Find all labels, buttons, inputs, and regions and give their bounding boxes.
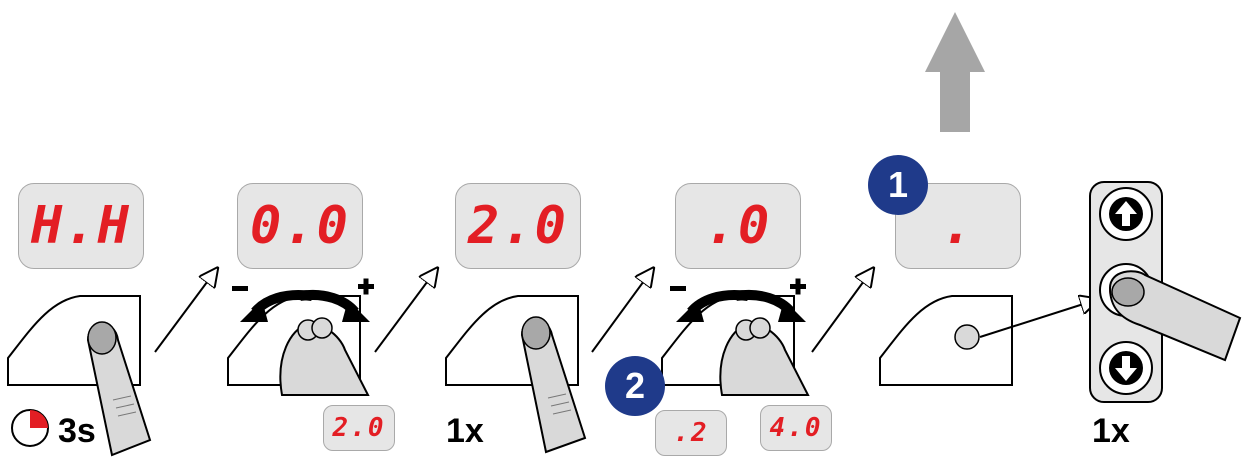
device-button xyxy=(954,324,980,350)
hand-turning-knob-icon xyxy=(279,317,370,396)
flow-arrow xyxy=(811,270,872,353)
display-step-2: 0.0 xyxy=(237,183,363,269)
flow-arrow xyxy=(591,270,652,353)
sub-display-step-4-a: .2 xyxy=(655,410,727,456)
finger-icon xyxy=(86,321,152,457)
sub-display-step-4-b: 4.0 xyxy=(760,405,832,451)
hand-turning-knob-icon xyxy=(719,317,810,396)
sub-display-step-2: 2.0 xyxy=(323,405,395,451)
flow-arrow xyxy=(154,270,216,353)
display-step-3: 2.0 xyxy=(455,183,581,269)
caption-3s: 3s xyxy=(58,412,96,450)
timer-icon xyxy=(11,409,49,447)
step-badge-2: 2 xyxy=(605,356,665,416)
caption-1x-step-3: 1x xyxy=(446,412,484,450)
flow-arrow xyxy=(979,300,1096,338)
display-step-4: .0 xyxy=(675,183,801,269)
device-body-5 xyxy=(879,295,1013,386)
display-step-1: H.H xyxy=(18,183,144,269)
knob-rotation-arrows-icon xyxy=(240,290,370,322)
flow-arrow xyxy=(374,270,436,353)
big-up-arrow-icon xyxy=(925,12,985,132)
finger-icon xyxy=(1108,270,1242,362)
finger-icon xyxy=(520,316,587,454)
knob-rotation-arrows-icon xyxy=(676,290,806,322)
step-badge-1: 1 xyxy=(868,155,928,215)
caption-1x-step-6: 1x xyxy=(1092,412,1130,450)
